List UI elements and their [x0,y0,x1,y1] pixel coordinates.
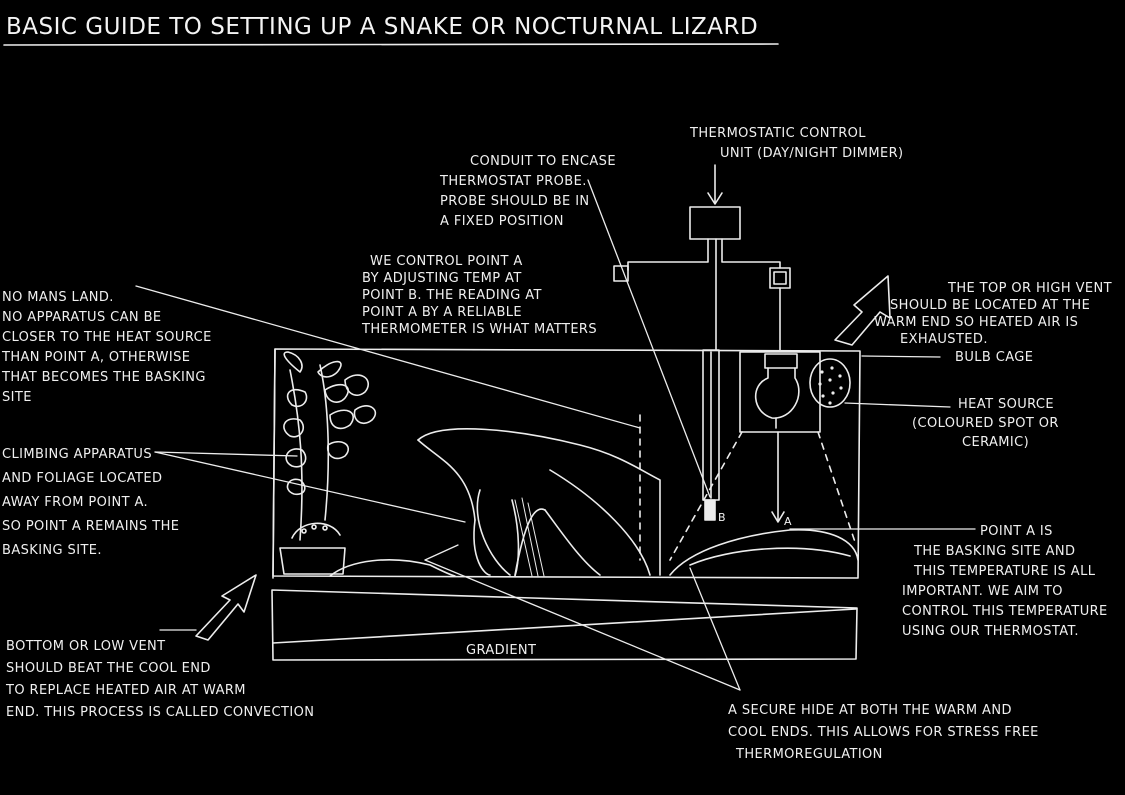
label-no-mans-land: NO MANS LAND. NO APPARATUS CAN BE CLOSER… [2,290,212,405]
label-gradient: GRADIENT [466,643,537,658]
vivarium-enclosure [273,349,860,578]
marker-point-a: A [784,515,792,528]
rock-hides [330,429,858,576]
low-vent-arrow [196,575,256,640]
label-high-vent: THE TOP OR HIGH VENT SHOULD BE LOCATED A… [874,281,1112,347]
label-climbing: CLIMBING APPARATUS AND FOLIAGE LOCATED A… [2,447,180,558]
label-bulb-cage: BULB CAGE [955,350,1034,365]
water-bowl [280,523,345,574]
heat-cone [640,415,856,560]
probe-conduit [703,350,719,520]
thermostat-unit [614,165,790,350]
gradient-wedge [272,590,857,660]
title-underline [4,44,778,45]
label-point-a: POINT A IS THE BASKING SITE AND THIS TEM… [902,524,1108,639]
label-thermostat-unit: THERMOSTATIC CONTROL UNIT (DAY/NIGHT DIM… [690,126,904,161]
high-vent-arrow [835,276,890,345]
climbing-plant [284,352,375,540]
label-heat-source: HEAT SOURCE (COLOURED SPOT OR CERAMIC) [912,397,1059,450]
bulb-cage [740,352,850,432]
hide-hatching [515,498,544,576]
diagram-title: BASIC GUIDE TO SETTING UP A SNAKE OR NOC… [6,14,759,40]
label-control-point: WE CONTROL POINT A BY ADJUSTING TEMP AT … [362,254,598,337]
label-conduit: CONDUIT TO ENCASE THERMOSTAT PROBE. PROB… [440,154,616,229]
label-secure-hide: A SECURE HIDE AT BOTH THE WARM AND COOL … [728,703,1039,762]
label-low-vent: BOTTOM OR LOW VENT SHOULD BEAT THE COOL … [6,639,315,720]
marker-point-b: B [718,511,726,524]
leader-lines [136,180,975,690]
